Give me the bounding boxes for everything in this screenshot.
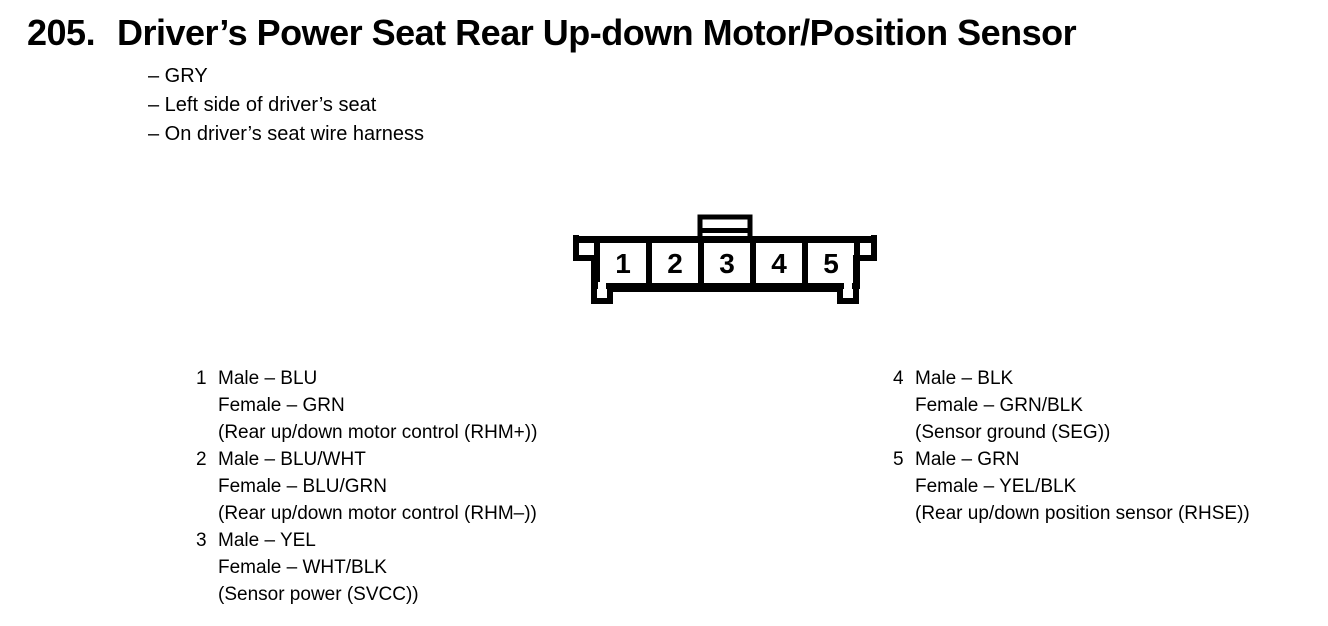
cavity-number: 2: [667, 248, 683, 279]
connector-drawing-svg: 1 2 3 4 5: [573, 214, 877, 304]
connector-cavity: [698, 237, 756, 289]
pin-female-wire: Female – GRN: [218, 395, 345, 416]
pin-male-wire: Male – BLK: [915, 368, 1014, 389]
pin-male-wire: Male – GRN: [915, 449, 1020, 470]
connector-cavity-row: [594, 237, 860, 289]
note-location: – Left side of driver’s seat: [148, 94, 377, 116]
pin-function: (Rear up/down position sensor (RHSE)): [915, 503, 1250, 524]
pin-number: 1: [196, 368, 207, 389]
pin-list-right: 4 Male – BLK Female – GRN/BLK (Sensor gr…: [893, 365, 1250, 527]
pin-list-left: 1 Male – BLU Female – GRN (Rear up/down …: [196, 365, 537, 608]
cavity-number: 3: [719, 248, 735, 279]
pin-details: Male – BLU Female – GRN (Rear up/down mo…: [218, 365, 537, 446]
connector-right-keyway: [844, 282, 852, 298]
pin-female-wire: Female – BLU/GRN: [218, 476, 387, 497]
pin-function: (Sensor ground (SEG)): [915, 422, 1111, 443]
connector-left-foot: [573, 235, 613, 304]
pin-number: 3: [196, 530, 207, 551]
pin-details: Male – GRN Female – YEL/BLK (Rear up/dow…: [915, 446, 1250, 527]
page-title: Driver’s Power Seat Rear Up-down Motor/P…: [117, 12, 1077, 53]
pin-entry-3: 3 Male – YEL Female – WHT/BLK (Sensor po…: [196, 527, 537, 608]
pin-female-wire: Female – YEL/BLK: [915, 476, 1077, 497]
connector-notes: – GRY – Left side of driver’s seat – On …: [148, 62, 424, 149]
pin-entry-1: 1 Male – BLU Female – GRN (Rear up/down …: [196, 365, 537, 446]
page-heading: 205. Driver’s Power Seat Rear Up-down Mo…: [27, 12, 1077, 54]
cavity-number: 1: [615, 248, 631, 279]
pin-male-wire: Male – YEL: [218, 530, 316, 551]
pin-female-wire: Female – GRN/BLK: [915, 395, 1083, 416]
cavity-number: 5: [823, 248, 839, 279]
pin-details: Male – BLU/WHT Female – BLU/GRN (Rear up…: [218, 446, 537, 527]
pin-entry-2: 2 Male – BLU/WHT Female – BLU/GRN (Rear …: [196, 446, 537, 527]
pin-details: Male – YEL Female – WHT/BLK (Sensor powe…: [218, 527, 419, 608]
item-number: 205.: [27, 12, 96, 53]
connector-right-foot: [837, 235, 877, 304]
pin-entry-4: 4 Male – BLK Female – GRN/BLK (Sensor gr…: [893, 365, 1250, 446]
pin-entry-5: 5 Male – GRN Female – YEL/BLK (Rear up/d…: [893, 446, 1250, 527]
pin-details: Male – BLK Female – GRN/BLK (Sensor grou…: [915, 365, 1110, 446]
pin-number: 5: [893, 449, 904, 470]
pin-female-wire: Female – WHT/BLK: [218, 557, 387, 578]
pin-number: 2: [196, 449, 207, 470]
pin-function: (Rear up/down motor control (RHM+)): [218, 422, 538, 443]
pin-function: (Sensor power (SVCC)): [218, 584, 419, 605]
pin-male-wire: Male – BLU/WHT: [218, 449, 366, 470]
note-color: – GRY: [148, 65, 208, 87]
connector-left-keyway: [598, 282, 606, 298]
pin-function: (Rear up/down motor control (RHM–)): [218, 503, 537, 524]
note-harness: – On driver’s seat wire harness: [148, 123, 425, 145]
cavity-number: 4: [771, 248, 787, 279]
pin-male-wire: Male – BLU: [218, 368, 318, 389]
connector-diagram: 1 2 3 4 5: [570, 210, 880, 310]
pin-number: 4: [893, 368, 904, 389]
